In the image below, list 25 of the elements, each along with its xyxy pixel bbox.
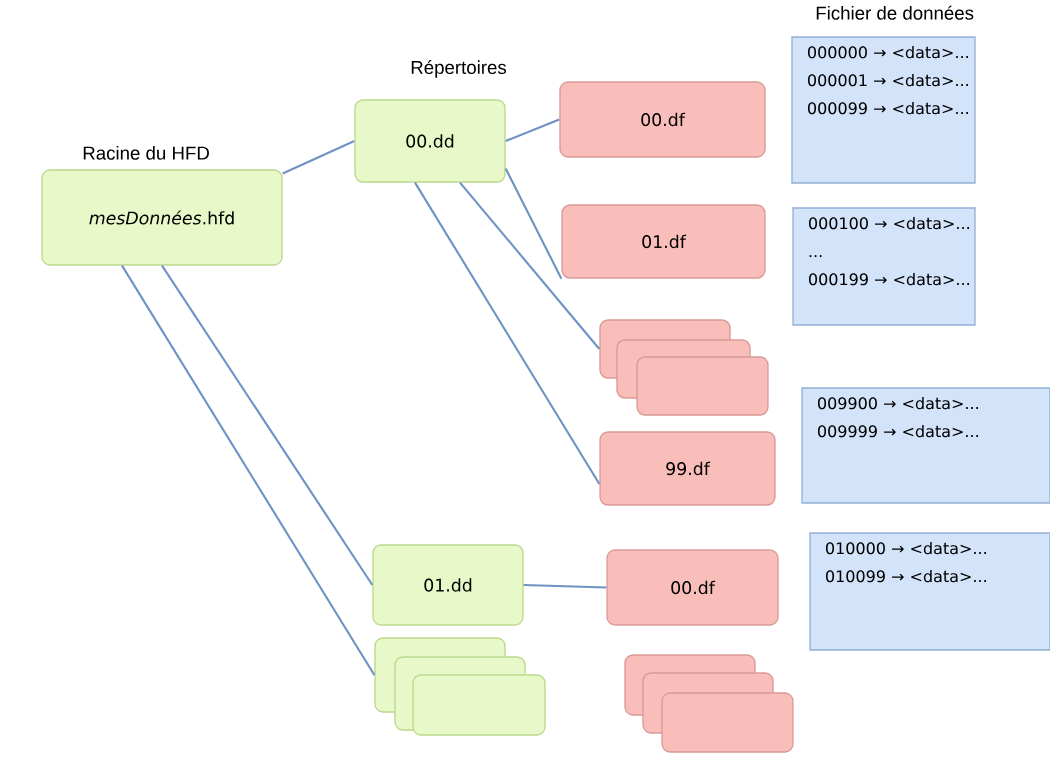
- connector-line: [161, 265, 374, 586]
- file-box: 01.df: [561, 204, 766, 279]
- data-file-box: 010000 → <data>... 010099 → <data>...: [809, 532, 1050, 651]
- column-heading: Répertoires: [411, 60, 507, 78]
- data-file-box: 000000 → <data>... 000001 → <data>... 000099 → <data>...: [791, 36, 976, 184]
- directory-box: 01.dd: [372, 544, 524, 626]
- connector-line: [459, 182, 601, 350]
- column-heading: Fichier de données: [816, 5, 974, 20]
- connector-line: [504, 168, 563, 280]
- connector-line: [121, 265, 376, 676]
- file-box: 00.df: [559, 81, 766, 158]
- stacked-file-box: [636, 356, 769, 416]
- connector-line: [282, 140, 355, 175]
- node-heading: Racine du HFD: [83, 146, 209, 160]
- connector-line: [505, 118, 560, 142]
- connector-line: [523, 583, 607, 589]
- data-file-box: 009900 → <data>... 009999 → <data>...: [801, 387, 1050, 504]
- connector-line: [414, 182, 601, 485]
- file-box: 99.df: [599, 431, 776, 506]
- directory-box: mesDonnées.hfd: [41, 169, 283, 266]
- stacked-directory-box: [412, 674, 546, 736]
- data-file-box: 000100 → <data>... ... 000199 → <data>...: [792, 207, 976, 326]
- file-box: 00.df: [606, 549, 779, 626]
- stacked-file-box: [661, 692, 794, 753]
- directory-box: 00.dd: [354, 99, 506, 183]
